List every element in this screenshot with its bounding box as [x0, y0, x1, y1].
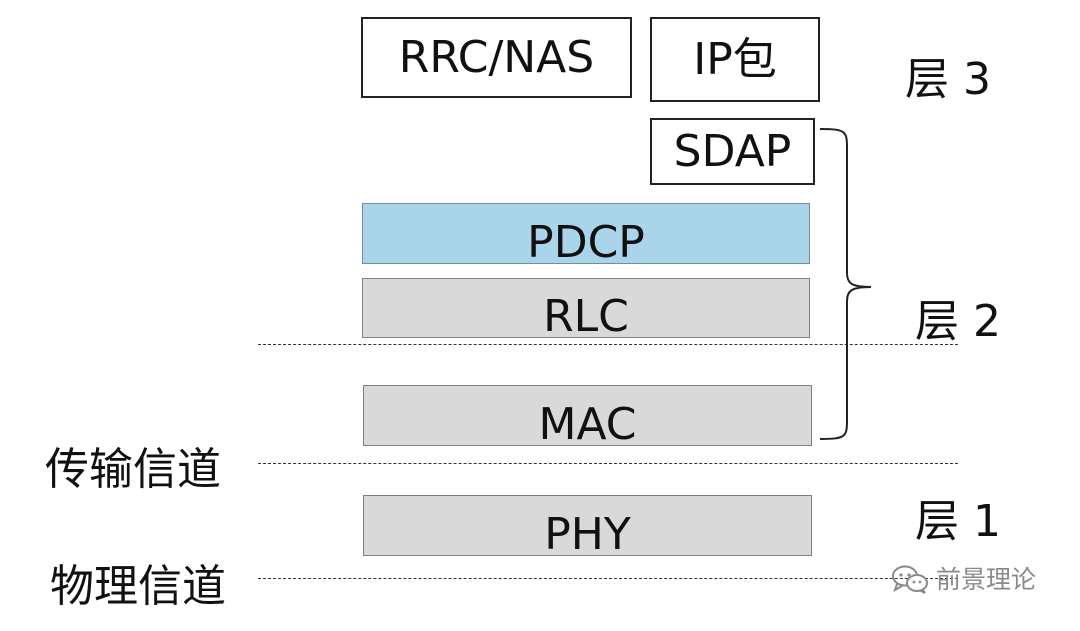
transport-channel-label: 传输信道 [45, 444, 221, 495]
rrc-nas-box: RRC/NAS [361, 17, 632, 98]
layer2-brace [819, 128, 872, 440]
layer2-label: 层 2 [915, 296, 1001, 347]
rrc-nas-label: RRC/NAS [398, 31, 595, 83]
mac-label: MAC [538, 398, 637, 450]
watermark: 前景理论 [890, 564, 1036, 594]
mac-box: MAC [363, 385, 812, 446]
layer1-label: 层 1 [915, 496, 1001, 547]
wechat-icon [892, 565, 928, 594]
phy-label: PHY [544, 508, 631, 560]
ip-packet-label: IP包 [693, 33, 777, 85]
sdap-box: SDAP [650, 118, 815, 185]
rlc-mac-divider [258, 344, 958, 345]
ip-packet-box: IP包 [650, 17, 820, 102]
rlc-label: RLC [543, 291, 629, 342]
phy-box: PHY [363, 495, 812, 556]
transport-channel-line [258, 463, 958, 464]
watermark-text: 前景理论 [936, 564, 1037, 594]
sdap-label: SDAP [673, 125, 792, 177]
physical-channel-line [258, 578, 958, 579]
pdcp-box: PDCP [362, 203, 810, 264]
physical-channel-label: 物理信道 [50, 561, 226, 612]
pdcp-label: PDCP [527, 216, 645, 268]
layer3-label: 层 3 [905, 54, 991, 105]
rlc-box: RLC [362, 278, 810, 342]
